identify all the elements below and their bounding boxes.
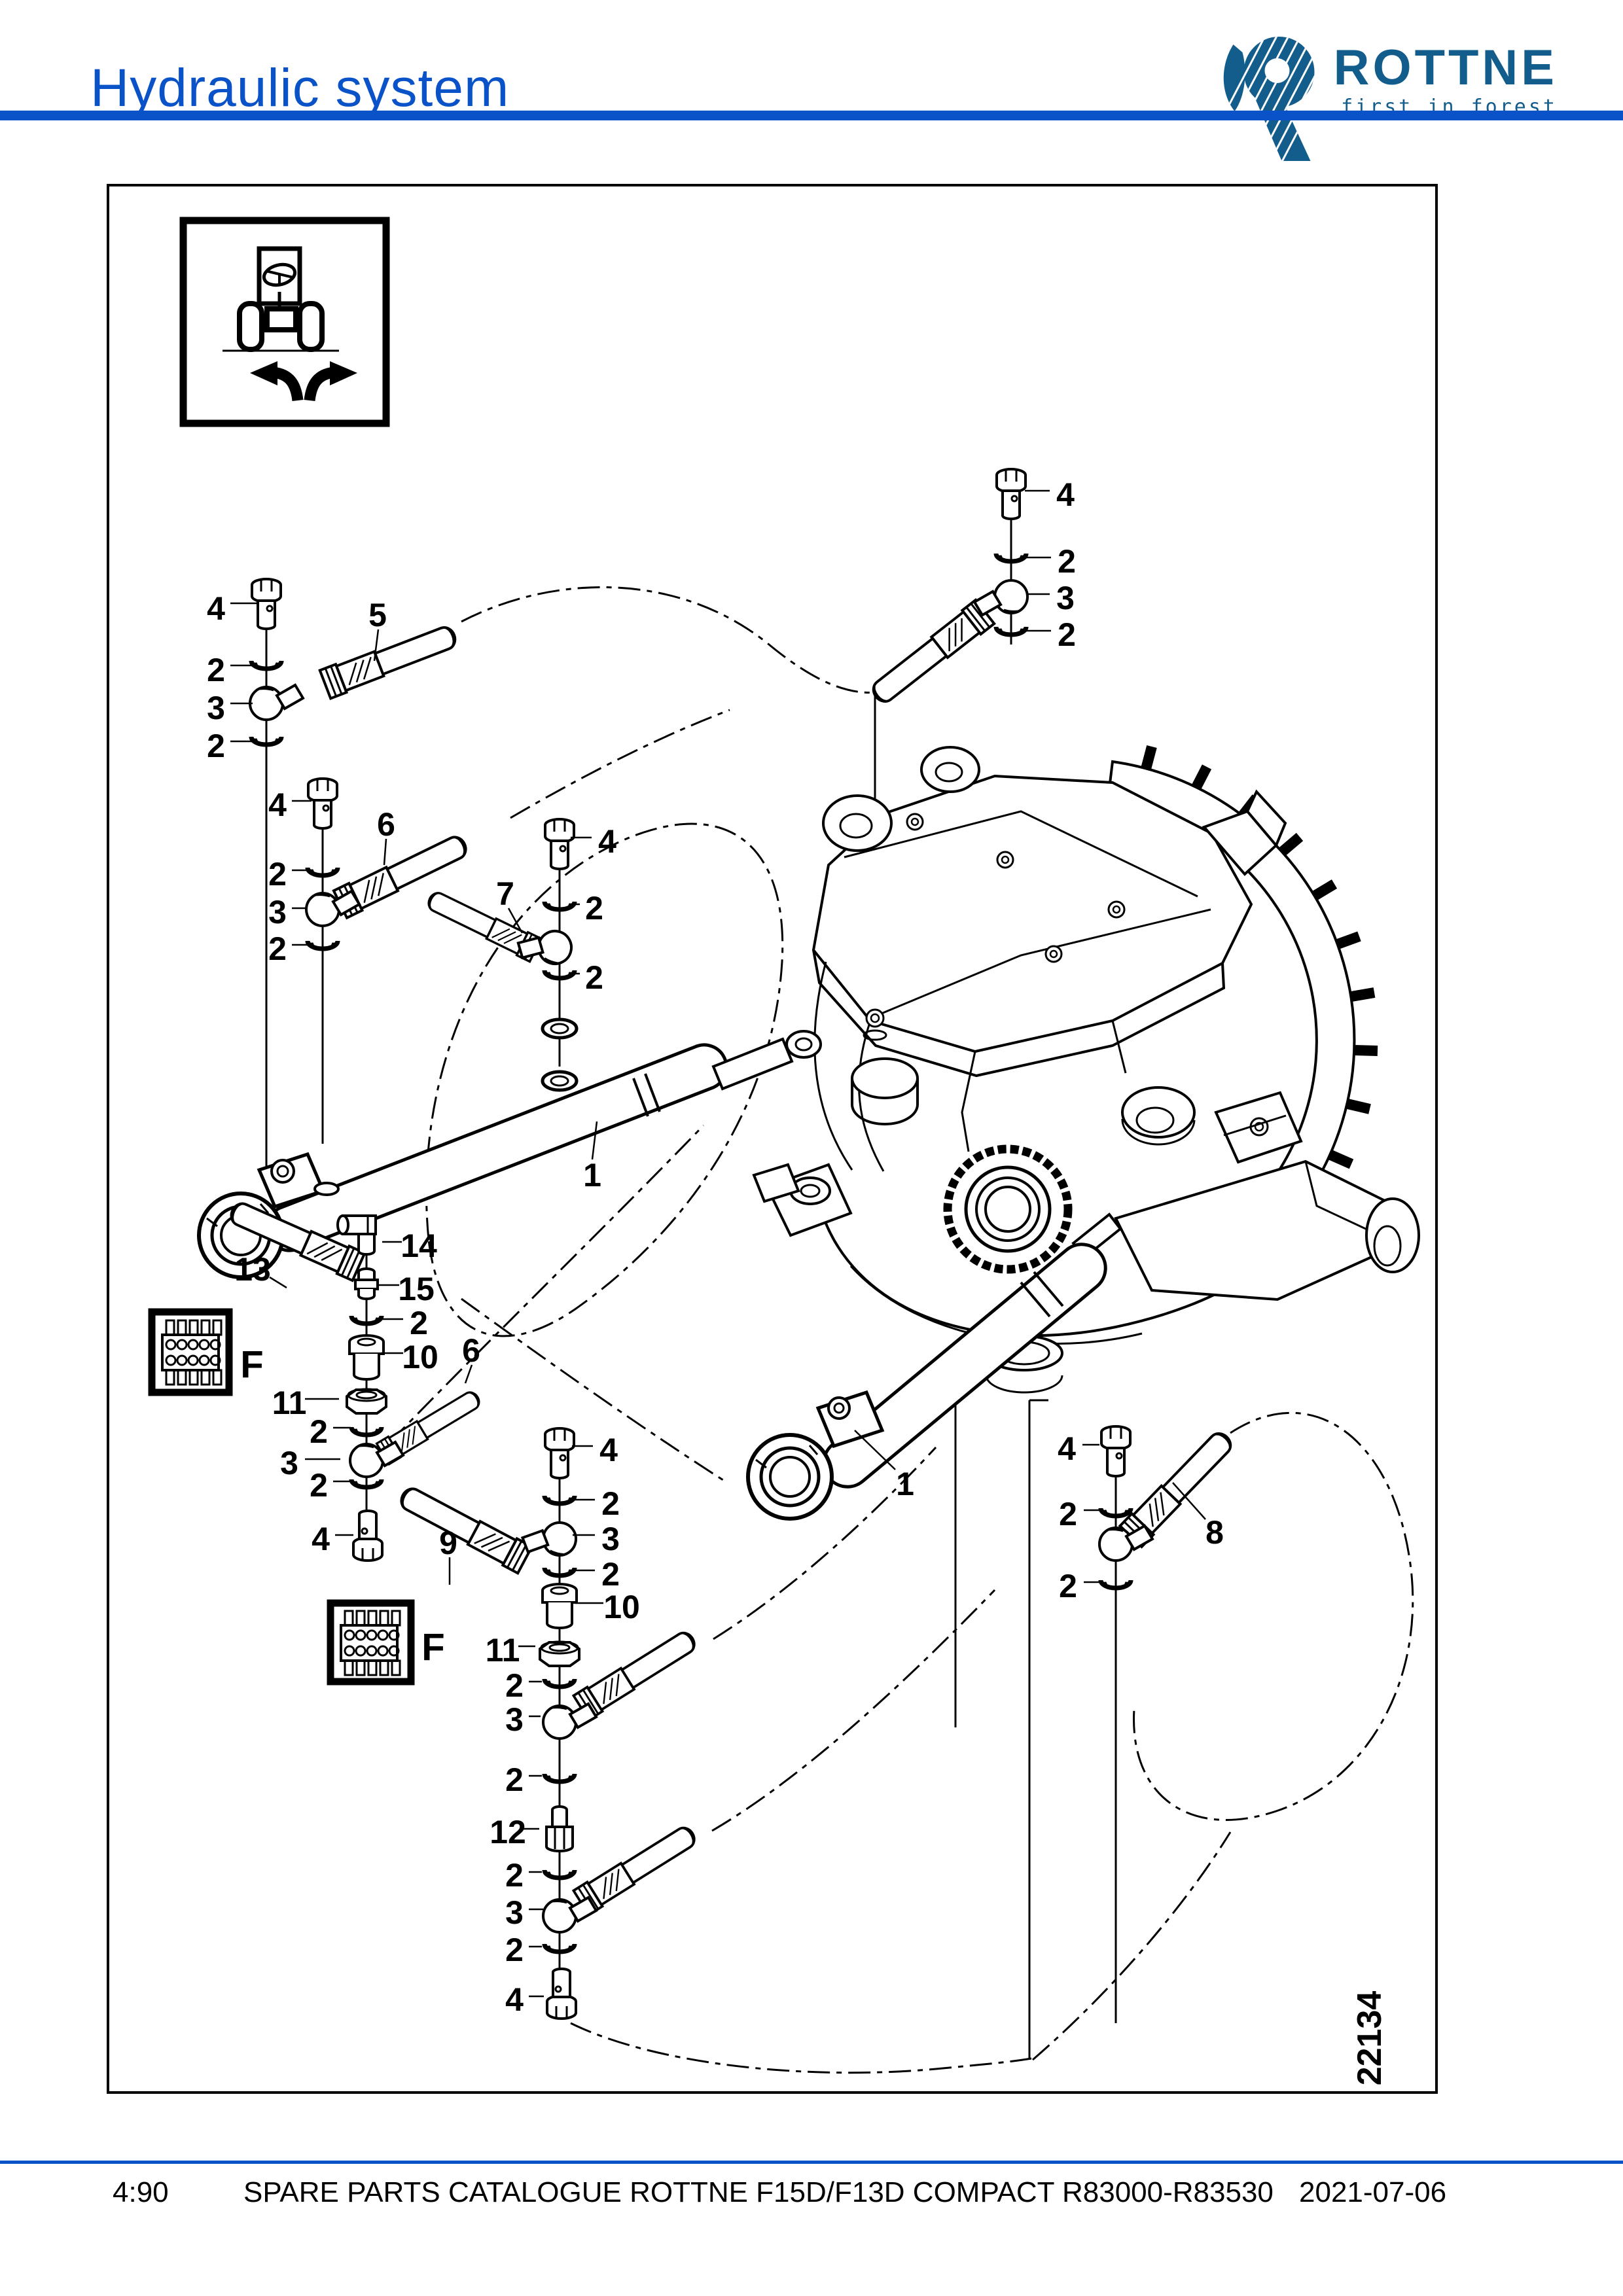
footer-date: 2021-07-06	[1299, 2176, 1447, 2208]
callout-leader-line	[591, 1121, 598, 1160]
part-callout-2: 2	[268, 930, 287, 967]
part-callout-4: 4	[505, 1981, 524, 2018]
part-callout-3: 3	[601, 1521, 620, 1557]
part-callout-4: 4	[1058, 1430, 1076, 1467]
part-callout-2: 2	[410, 1305, 428, 1341]
part-callout-2: 2	[268, 856, 287, 892]
part-callout-2: 2	[207, 652, 225, 688]
part-callout-2: 2	[505, 1761, 524, 1798]
callout-leader-line	[854, 1430, 896, 1470]
part-callout-1: 1	[583, 1157, 601, 1193]
part-callout-10: 10	[603, 1589, 640, 1625]
callout-leader-line	[464, 1364, 473, 1384]
connector-F-box-1	[148, 1308, 233, 1396]
rottne-logo: ROTTNE first in forest	[1209, 31, 1558, 166]
part-callout-2: 2	[1059, 1496, 1077, 1532]
callout-leader-line	[1172, 1482, 1206, 1520]
part-callout-14: 14	[401, 1227, 437, 1264]
part-callout-3: 3	[280, 1445, 298, 1481]
part-callout-2: 2	[1058, 543, 1076, 580]
connector-label-F2: F	[421, 1627, 444, 1669]
part-callout-4: 4	[599, 1432, 618, 1468]
part-callout-1: 1	[896, 1466, 914, 1502]
part-callout-9: 9	[439, 1525, 457, 1561]
part-callout-2: 2	[207, 728, 225, 764]
part-callout-2: 2	[505, 1932, 524, 1968]
steering-hub-assembly	[752, 745, 1420, 1394]
connector-label-F1: F	[240, 1344, 263, 1386]
part-callout-7: 7	[496, 875, 514, 912]
part-callout-10: 10	[402, 1339, 438, 1375]
part-callout-2: 2	[1058, 616, 1076, 653]
hose-routing-dashdot	[388, 586, 1414, 2074]
part-callout-2: 2	[505, 1857, 524, 1894]
part-callout-2: 2	[310, 1467, 328, 1504]
part-callout-5: 5	[368, 597, 387, 633]
part-callout-6: 6	[377, 806, 395, 843]
footer-rule	[0, 2161, 1623, 2164]
connector-F-box-2	[327, 1599, 415, 1686]
part-callout-11: 11	[272, 1385, 307, 1421]
part-callout-11: 11	[486, 1632, 520, 1669]
part-callout-4: 4	[312, 1521, 330, 1557]
page-title: Hydraulic system	[90, 58, 510, 118]
callout-leader-line	[373, 629, 380, 662]
part-callout-2: 2	[601, 1556, 620, 1593]
part-callout-4: 4	[598, 823, 616, 860]
diagram-frame	[107, 184, 1438, 2094]
callout-leader-line	[269, 1276, 287, 1289]
footer-page-ref: 4:90	[113, 2176, 169, 2208]
part-callout-2: 2	[1059, 1568, 1077, 1604]
part-callout-13: 13	[234, 1251, 271, 1288]
header-rule	[0, 111, 1623, 120]
rottne-logo-icon	[1223, 37, 1315, 161]
part-callout-3: 3	[207, 690, 225, 726]
logo-brand-text: ROTTNE	[1333, 40, 1558, 96]
footer-catalogue-title: SPARE PARTS CATALOGUE ROTTNE F15D/F13D C…	[243, 2176, 1274, 2208]
part-callout-4: 4	[207, 590, 225, 627]
part-callout-3: 3	[505, 1894, 524, 1931]
part-callout-2: 2	[505, 1667, 524, 1704]
callout-leader-line	[507, 908, 524, 934]
part-callout-2: 2	[585, 959, 603, 996]
callout-leader-line	[383, 838, 387, 866]
part-callout-4: 4	[1056, 476, 1075, 513]
part-callout-6: 6	[462, 1332, 480, 1369]
part-callout-15: 15	[398, 1271, 435, 1307]
part-callout-2: 2	[601, 1485, 620, 1522]
part-callout-8: 8	[1205, 1514, 1224, 1551]
part-callout-3: 3	[505, 1701, 524, 1738]
part-callout-12: 12	[490, 1814, 526, 1850]
part-callout-3: 3	[268, 894, 287, 930]
part-callout-2: 2	[585, 890, 603, 927]
steering-pictogram-box	[179, 217, 390, 427]
part-callouts: 4232542324623242721131415210112324642321…	[207, 476, 1224, 2018]
part-callout-4: 4	[268, 786, 287, 823]
steering-cylinder-right	[748, 1243, 1107, 1519]
drawing-number: 22134	[1351, 1991, 1389, 2086]
part-callout-3: 3	[1056, 580, 1075, 616]
part-callout-2: 2	[310, 1413, 328, 1450]
